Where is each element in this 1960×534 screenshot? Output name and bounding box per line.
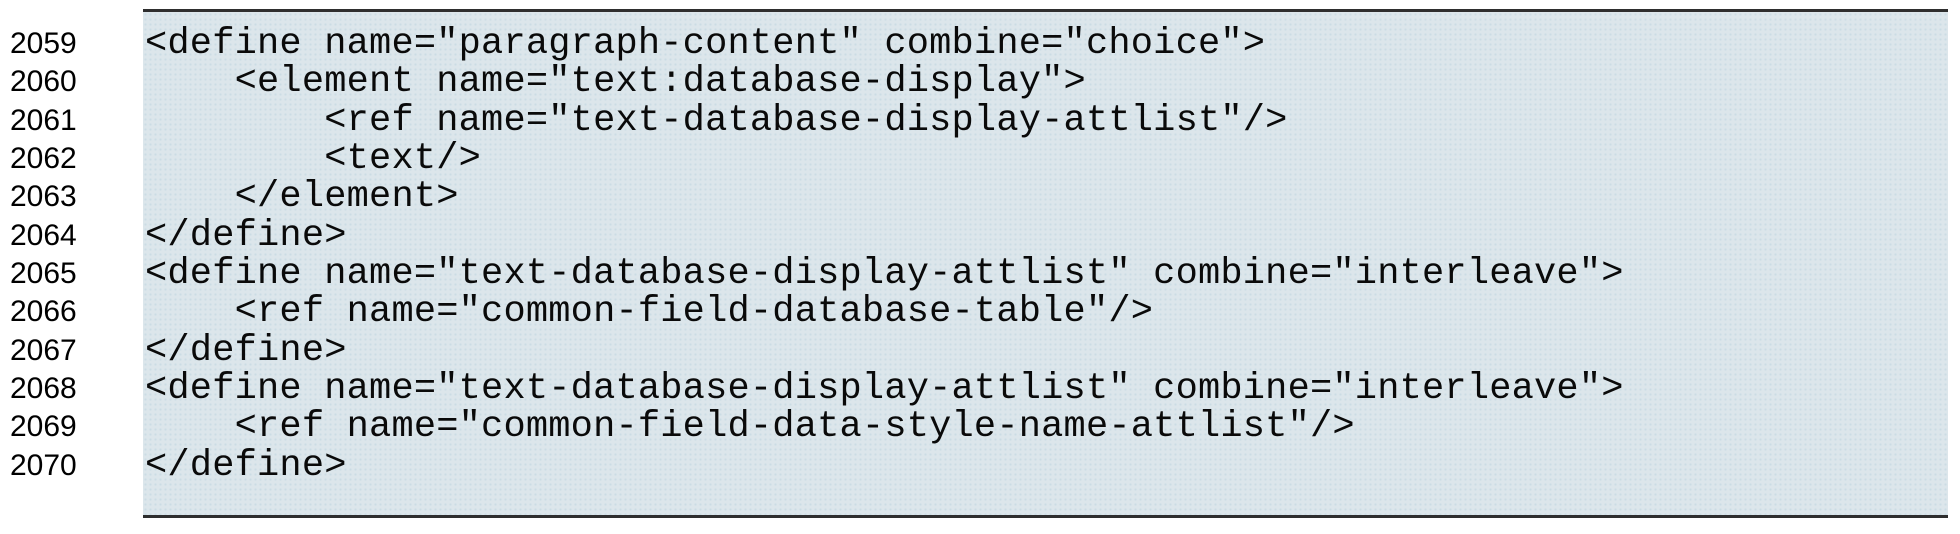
code-line-row: 2065 <define name="text-database-display… [0, 252, 1960, 295]
code-line-row: 2066 <ref name="common-field-database-ta… [0, 291, 1960, 334]
line-number: 2060 [10, 65, 77, 99]
code-text: <define name="text-database-display-attl… [145, 252, 1624, 295]
code-line-row: 2070 </define> [0, 444, 1960, 487]
code-line-row: 2068 <define name="text-database-display… [0, 367, 1960, 410]
code-line-row: 2069 <ref name="common-field-data-style-… [0, 406, 1960, 449]
line-number: 2063 [10, 180, 77, 214]
line-number: 2059 [10, 27, 77, 60]
line-number: 2065 [10, 256, 77, 290]
code-line-row: 2061 <ref name="text-database-display-at… [0, 99, 1960, 142]
code-text: <define name="paragraph-content" combine… [145, 23, 1266, 65]
line-number: 2064 [10, 218, 77, 252]
code-text: </define> [145, 444, 347, 487]
code-listing: 2059 <define name="paragraph-content" co… [0, 25, 1960, 485]
code-text: <element name="text:database-display"> [145, 61, 1086, 104]
line-number: 2066 [10, 295, 77, 329]
code-text: <text/> [145, 137, 482, 180]
code-line-row: 2059 <define name="paragraph-content" co… [0, 23, 1960, 65]
code-listing-panel [143, 12, 1948, 515]
code-text: <ref name="text-database-display-attlist… [145, 99, 1288, 142]
line-number: 2061 [10, 103, 77, 137]
line-number: 2069 [10, 410, 77, 444]
line-number: 2062 [10, 141, 77, 175]
line-number: 2070 [10, 448, 77, 482]
code-line-row: 2063 </element> [0, 176, 1960, 219]
code-line-row: 2060 <element name="text:database-displa… [0, 61, 1960, 104]
code-text: </define> [145, 214, 347, 257]
listing-top-rule [143, 9, 1948, 12]
code-text: </define> [145, 329, 347, 372]
code-line-row: 2064 </define> [0, 214, 1960, 257]
code-text: <define name="text-database-display-attl… [145, 367, 1624, 410]
line-number: 2067 [10, 333, 77, 367]
line-number: 2068 [10, 371, 77, 405]
code-text: <ref name="common-field-database-table"/… [145, 291, 1154, 334]
code-line-row: 2067 </define> [0, 329, 1960, 372]
code-text: </element> [145, 176, 459, 219]
code-line-row: 2062 <text/> [0, 137, 1960, 180]
listing-bottom-rule [143, 515, 1948, 518]
code-text: <ref name="common-field-data-style-name-… [145, 406, 1355, 449]
